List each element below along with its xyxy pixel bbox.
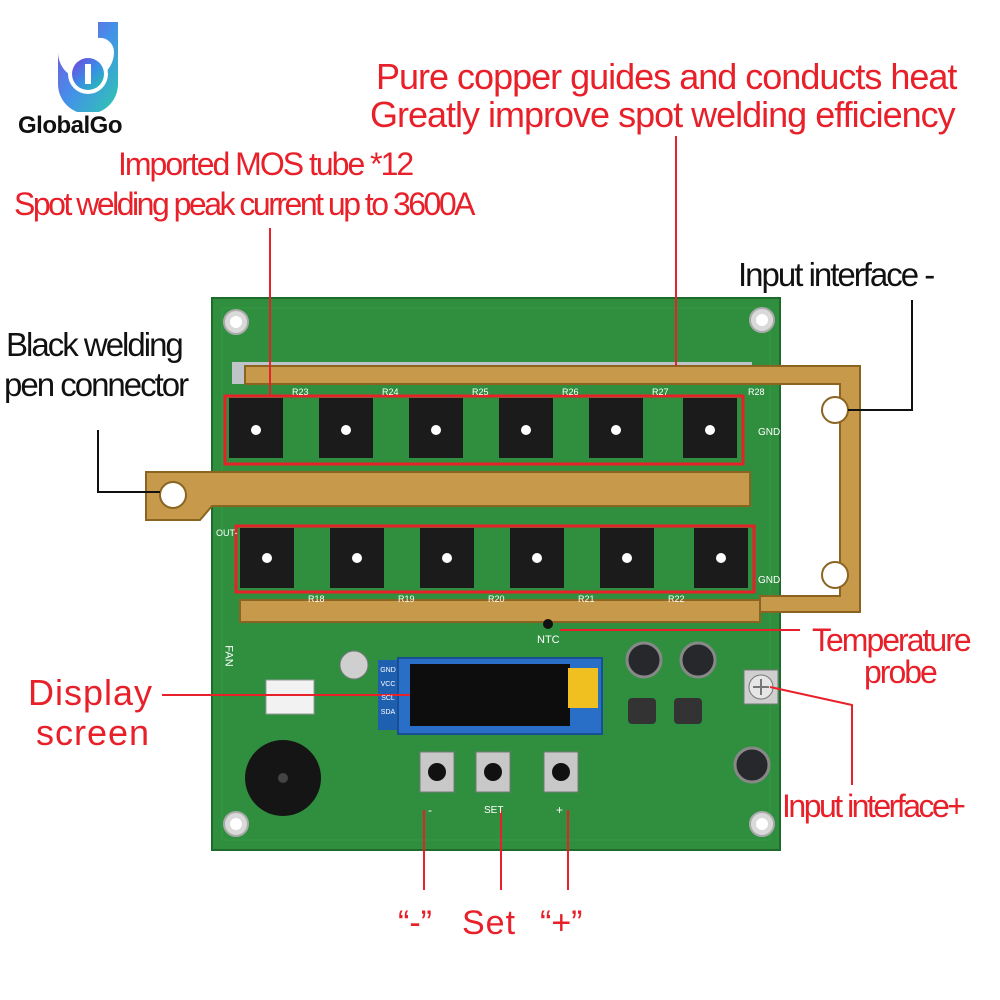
callout-input-plus: Input interface+ <box>782 788 966 824</box>
callout-copper-line1: Pure copper guides and conducts heat <box>376 56 957 97</box>
capacitor-small <box>339 650 369 680</box>
callout-btn-minus: “-” <box>398 904 432 942</box>
mos-row-top <box>229 398 737 458</box>
copper-bar-bottom <box>239 599 761 623</box>
ref-r26: R26 <box>562 387 579 397</box>
tactile-buttons <box>419 751 579 793</box>
silk-gnd-bottom: GND <box>758 575 781 586</box>
optocoupler <box>265 679 315 715</box>
silk-fan: FAN <box>222 645 235 667</box>
callout-mos-line1: Imported MOS tube *12 <box>118 146 414 182</box>
ref-r22: R22 <box>668 594 685 604</box>
oled-pin-gnd: GND <box>380 667 396 674</box>
callout-pen-line1: Black welding <box>6 326 184 363</box>
silk-ntc: NTC <box>537 634 560 646</box>
copper-bar-middle <box>145 471 751 521</box>
inductor-l2 <box>628 698 656 724</box>
ref-r27: R27 <box>652 387 669 397</box>
buzzer <box>245 740 321 816</box>
leader-lines-black <box>97 300 913 493</box>
oled-pin-vcc: VCC <box>380 681 396 688</box>
copper-bar-top <box>232 362 861 613</box>
ref-r21: R21 <box>578 594 595 604</box>
callout-temp-line1: Temperature <box>812 622 972 658</box>
silk-minus: - <box>428 803 432 817</box>
ref-r18: R18 <box>308 594 325 604</box>
inductor-l1 <box>674 698 702 724</box>
ref-r19: R19 <box>398 594 415 604</box>
mos-top-highlight <box>223 394 745 466</box>
oled-pin-scl: SCL <box>381 695 395 702</box>
silk-gnd-top: GND <box>758 427 781 438</box>
callout-pen-line2: pen connector <box>4 366 189 403</box>
electrolytic-capacitors <box>625 641 771 784</box>
oled-pin-labels: GND VCC SCL SDA <box>380 664 396 720</box>
callout-input-minus: Input interface - <box>738 256 935 293</box>
leader-lines-red <box>162 136 853 890</box>
callout-display-line1: Display <box>28 672 154 713</box>
callout-mos-line2: Spot welding peak current up to 3600A <box>14 186 475 222</box>
mos-bottom-highlight <box>234 524 756 594</box>
silk-out: OUT- <box>216 528 238 538</box>
oled-pin-sda: SDA <box>380 709 396 716</box>
ref-r24: R24 <box>382 387 399 397</box>
callout-btn-set: Set <box>462 904 517 942</box>
ref-r28: R28 <box>748 387 765 397</box>
silk-set: SET <box>484 805 504 816</box>
brand-name: GlobalGo <box>18 112 123 139</box>
ref-r25: R25 <box>472 387 489 397</box>
oled-module <box>378 657 603 735</box>
callout-display-line2: screen <box>36 712 151 753</box>
globalgo-logo-icon <box>57 22 118 114</box>
ref-r20: R20 <box>488 594 505 604</box>
mos-row-bottom <box>240 528 748 588</box>
silk-plus: + <box>556 803 564 817</box>
ref-r23: R23 <box>292 387 309 397</box>
callout-temp-line2: probe <box>864 654 938 690</box>
callout-btn-plus: “+” <box>540 904 583 942</box>
callout-copper-line2: Greatly improve spot welding efficiency <box>370 94 956 135</box>
ntc-probe <box>543 619 553 629</box>
brand-logo: GlobalGo <box>18 12 168 142</box>
mounting-holes <box>223 307 775 837</box>
